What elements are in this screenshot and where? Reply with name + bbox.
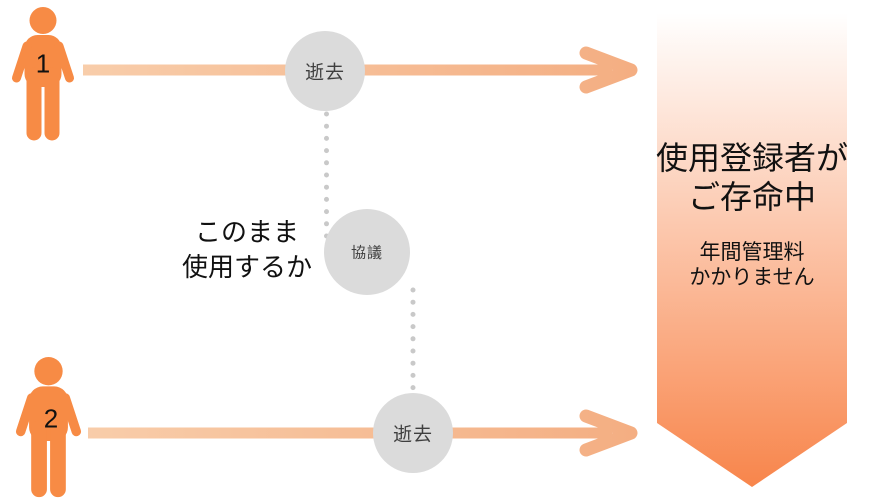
event-circle-bottom xyxy=(373,393,453,473)
banner-title-line2: ご存命中 xyxy=(687,179,817,215)
person-number: 2 xyxy=(43,403,59,434)
banner-title-line1: 使用登録者が xyxy=(655,140,849,176)
banner-subtitle: 年間管理料 かかりません xyxy=(689,240,814,290)
side-note-line2: 使用するか xyxy=(181,252,313,282)
side-note: このまま 使用するか xyxy=(182,215,312,285)
banner-subtitle-line2: かかりません xyxy=(689,266,815,289)
banner-subtitle-line1: 年間管理料 xyxy=(699,241,805,264)
banner-title: 使用登録者が ご存命中 xyxy=(656,139,848,217)
event-circle-middle xyxy=(324,209,410,295)
down-arrow-banner xyxy=(657,13,847,487)
event-label-middle: 協議 xyxy=(350,244,384,262)
arrow-head-icon xyxy=(579,409,638,457)
side-note-line1: このまま xyxy=(194,217,300,247)
event-label-top: 逝去 xyxy=(304,62,346,84)
event-label-bottom: 逝去 xyxy=(392,424,434,446)
timeline-arrow-bottom xyxy=(88,409,638,457)
arrow-head-icon xyxy=(579,46,638,94)
event-circle-top xyxy=(285,31,365,111)
person-number: 1 xyxy=(35,48,51,79)
